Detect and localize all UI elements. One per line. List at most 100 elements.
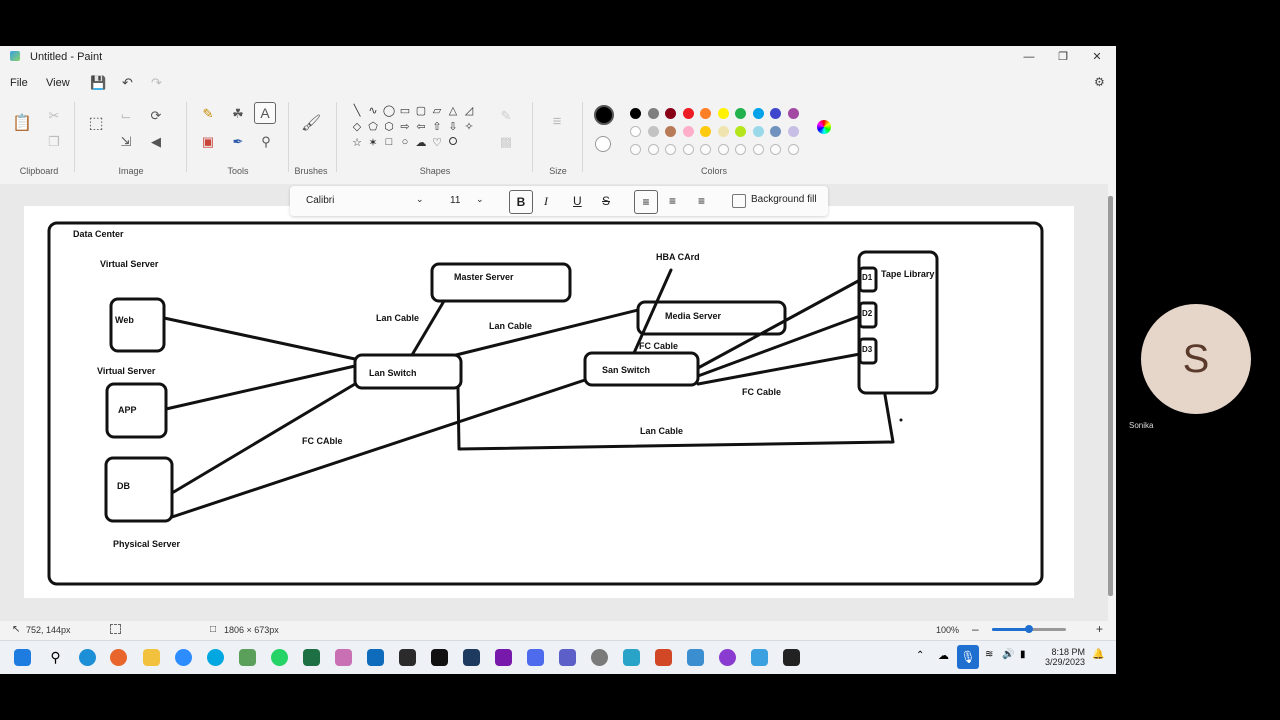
up-arrow-shape-icon[interactable]: ⇧ xyxy=(432,121,442,133)
oval-shape-icon[interactable]: ◯ xyxy=(382,105,396,117)
color-swatch[interactable] xyxy=(787,126,799,137)
canvas[interactable]: Data Center Virtual Server Web Virtual S… xyxy=(24,206,1074,598)
zoom-in-icon[interactable]: + xyxy=(1096,622,1104,636)
align-right-icon[interactable]: ≡ xyxy=(698,194,706,208)
left-arrow-shape-icon[interactable]: ⇦ xyxy=(416,121,426,133)
rounded-rectangle-shape-icon[interactable]: ▢ xyxy=(415,105,427,117)
custom-color-slot[interactable] xyxy=(647,144,659,155)
file-menu[interactable]: File xyxy=(10,77,28,89)
eraser-icon[interactable]: ▣ xyxy=(201,134,215,149)
paste-icon[interactable]: 📋 xyxy=(12,115,32,132)
view-menu[interactable]: View xyxy=(46,77,70,89)
maximize-button[interactable]: ❐ xyxy=(1058,51,1068,63)
battery-icon[interactable]: ▮ xyxy=(1020,649,1026,660)
edge-icon[interactable] xyxy=(79,649,96,666)
rectangle-shape-icon[interactable]: ▭ xyxy=(399,105,411,117)
five-point-star-shape-icon[interactable]: ☆ xyxy=(352,137,362,149)
photos-icon[interactable] xyxy=(623,649,640,666)
rstudio-icon[interactable] xyxy=(463,649,480,666)
fill-icon[interactable]: ☘ xyxy=(232,106,244,121)
font-family-select[interactable]: Calibri ⌄ xyxy=(298,191,428,211)
lightning-shape-icon[interactable]: ⭘ xyxy=(448,136,458,148)
custom-color-slot[interactable] xyxy=(665,144,676,155)
polygon-shape-icon[interactable]: ▱ xyxy=(432,105,442,117)
resize-icon[interactable]: ⇲ xyxy=(120,134,132,149)
custom-color-slot[interactable] xyxy=(787,144,799,155)
strikethrough-button[interactable]: S xyxy=(602,194,611,208)
color-swatch[interactable] xyxy=(787,108,799,119)
excel-icon[interactable] xyxy=(303,649,320,666)
zoom-app-icon[interactable] xyxy=(175,649,192,666)
color-swatch[interactable] xyxy=(717,126,729,137)
align-center-icon[interactable]: ≡ xyxy=(669,194,677,208)
custom-color-slot[interactable] xyxy=(717,144,729,155)
powerpoint-icon[interactable] xyxy=(655,649,672,666)
italic-button[interactable]: I xyxy=(544,194,548,208)
size-icon[interactable]: ≡ xyxy=(552,113,562,130)
onedrive-icon[interactable]: ☁ xyxy=(938,650,949,662)
custom-color-slot[interactable] xyxy=(752,144,764,155)
edit-colors-icon[interactable] xyxy=(817,120,831,134)
vertical-scrollbar[interactable] xyxy=(1108,196,1113,596)
hexagon-shape-icon[interactable]: ⬡ xyxy=(384,121,394,133)
custom-color-slot[interactable] xyxy=(735,144,746,155)
brush-icon[interactable]: 🖌 xyxy=(301,115,322,132)
console-icon[interactable] xyxy=(431,649,448,666)
paint-taskbar-icon[interactable] xyxy=(239,649,256,666)
fill-style-icon[interactable]: ▩ xyxy=(499,134,513,149)
right-triangle-shape-icon[interactable]: ◿ xyxy=(464,105,474,117)
color-swatch[interactable] xyxy=(682,108,694,119)
search-icon[interactable]: ⚲ xyxy=(50,649,61,665)
background-fill-checkbox[interactable] xyxy=(732,194,746,208)
color-swatch[interactable] xyxy=(700,126,711,137)
color-swatch[interactable] xyxy=(647,126,659,137)
diamond-shape-icon[interactable]: ◇ xyxy=(352,121,362,133)
color-swatch[interactable] xyxy=(735,108,746,119)
chevron-up-icon[interactable]: ⌃ xyxy=(916,650,925,661)
volume-icon[interactable]: 🔊 xyxy=(1002,649,1015,660)
cloud-shape-icon[interactable]: ☁ xyxy=(415,137,427,149)
bold-button[interactable]: B xyxy=(509,190,533,214)
six-point-star-shape-icon[interactable]: ✶ xyxy=(368,137,378,149)
rotate-icon[interactable]: ⟳ xyxy=(150,108,162,123)
curve-shape-icon[interactable]: ∿ xyxy=(368,105,378,117)
font-size-select[interactable]: 11 ⌄ xyxy=(444,191,492,211)
color-swatch[interactable] xyxy=(717,108,729,119)
save-icon[interactable]: 💾 xyxy=(90,75,107,90)
line-shape-icon[interactable]: ╲ xyxy=(353,105,361,117)
zoom-slider-thumb[interactable] xyxy=(1025,625,1033,633)
firefox-icon[interactable] xyxy=(110,649,127,666)
triangle-shape-icon[interactable]: △ xyxy=(448,105,458,117)
zoom-level[interactable]: 100% xyxy=(936,625,960,635)
select-icon[interactable]: ⬚ xyxy=(88,115,104,132)
pencil-icon[interactable]: ✎ xyxy=(202,106,214,121)
onenote-icon[interactable] xyxy=(495,649,512,666)
down-arrow-shape-icon[interactable]: ⇩ xyxy=(448,121,458,133)
color-swatch[interactable] xyxy=(752,108,764,119)
copy-icon[interactable]: ❐ xyxy=(48,134,60,149)
color-swatch[interactable] xyxy=(752,126,764,137)
color-swatch[interactable] xyxy=(700,108,711,119)
color-picker-icon[interactable]: ✒ xyxy=(232,134,244,149)
callout-rect-shape-icon[interactable]: □ xyxy=(385,136,393,148)
right-arrow-shape-icon[interactable]: ⇨ xyxy=(400,121,410,133)
redo-icon[interactable]: ↷ xyxy=(151,75,162,90)
color-swatch[interactable] xyxy=(665,108,676,119)
pentagon-shape-icon[interactable]: ⬠ xyxy=(368,121,378,133)
secondary-color[interactable] xyxy=(595,136,611,152)
paint-active-icon[interactable] xyxy=(751,649,768,666)
flip-icon[interactable]: ◀ xyxy=(151,134,161,149)
snipping-tool-icon[interactable] xyxy=(335,649,352,666)
color-swatch[interactable] xyxy=(735,126,746,137)
outline-icon[interactable]: ✎ xyxy=(500,108,512,123)
media-app-icon[interactable] xyxy=(719,649,736,666)
color-swatch[interactable] xyxy=(770,126,781,137)
clock[interactable]: 8:18 PM 3/29/2023 xyxy=(1040,647,1085,667)
undo-icon[interactable]: ↶ xyxy=(122,75,133,90)
color-swatch[interactable] xyxy=(682,126,694,137)
four-point-star-shape-icon[interactable]: ✧ xyxy=(464,121,474,133)
text-tool-icon[interactable]: A xyxy=(254,102,276,124)
terminal-icon[interactable] xyxy=(399,649,416,666)
notepad-icon[interactable] xyxy=(687,649,704,666)
outlook-icon[interactable] xyxy=(367,649,384,666)
